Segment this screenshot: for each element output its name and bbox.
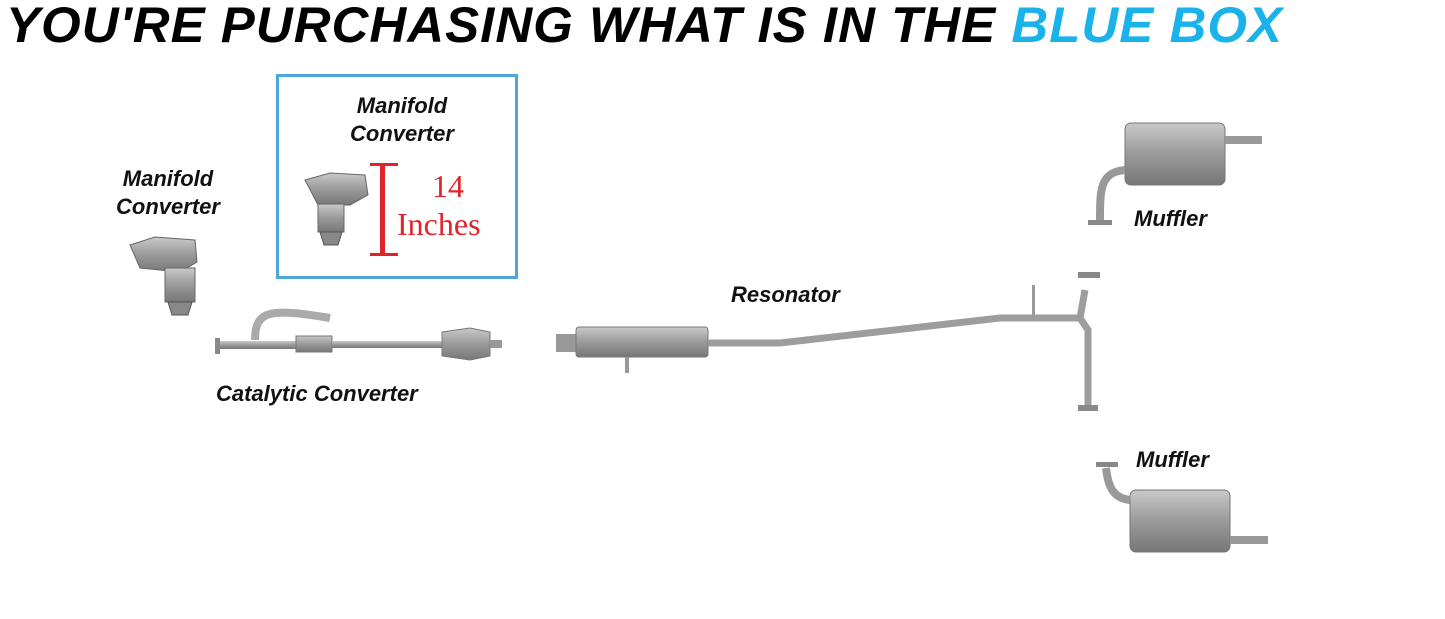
muffler-bottom-label: Muffler xyxy=(1136,447,1209,472)
blue-box-highlight xyxy=(276,74,518,279)
headline: You're purchasing what is in the Blue Bo… xyxy=(6,0,1283,54)
manifold-converter-boxed-image xyxy=(304,172,369,246)
blue-box-label-line1: Manifold xyxy=(356,93,448,118)
headline-highlight: Blue Box xyxy=(1011,0,1284,53)
measurement-unit: Inches xyxy=(397,206,481,242)
muffler-bottom-image xyxy=(1096,462,1268,553)
manifold-converter-left-label: Manifold Converter xyxy=(98,165,238,221)
blue-box-label-line2: Converter xyxy=(350,121,454,146)
blue-box-label: Manifold Converter xyxy=(332,92,472,148)
catalytic-converter-label: Catalytic Converter xyxy=(216,381,418,406)
measurement-value: 14 xyxy=(432,168,464,204)
manifold-left-line2: Converter xyxy=(116,194,220,219)
manifold-converter-left-image xyxy=(129,236,198,316)
resonator-image xyxy=(556,272,1100,411)
muffler-top-image xyxy=(1088,122,1262,225)
muffler-top-label: Muffler xyxy=(1134,206,1207,231)
headline-text: You're purchasing what is in the xyxy=(6,0,997,53)
manifold-left-line1: Manifold xyxy=(122,166,214,191)
resonator-label: Resonator xyxy=(731,282,840,307)
catalytic-converter-image xyxy=(215,308,502,361)
measurement-bar-icon xyxy=(370,163,398,256)
